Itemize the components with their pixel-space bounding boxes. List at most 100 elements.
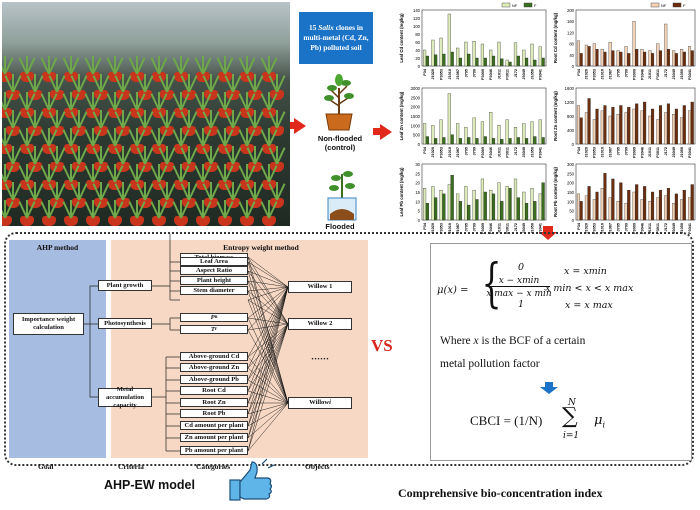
leaf-icon [100,74,102,92]
y-tick-label: 500 [413,133,421,138]
condition-3: x = x max [565,300,613,311]
leaf-icon [12,182,14,200]
category-stem-diameter: Stem diameter [180,286,248,295]
leaf-icon [122,74,124,92]
y-tick-label: 3000 [411,86,421,91]
leaf-icon [158,92,160,110]
bar-nf [489,189,493,221]
bar-f [434,197,438,221]
bar-f [627,189,631,221]
bar-f [475,57,479,67]
bar-f [483,191,487,221]
bar-f [682,105,686,145]
bar-nf [600,188,604,221]
x-tick-label: P3046 [489,69,493,80]
y-tick-label: 1000 [411,123,421,128]
x-tick-label: J172 [664,223,668,231]
category-pb-amount-per-plant: Pb amount per plant [180,446,248,455]
leaf-icon [136,56,138,74]
x-tick-label: P3011 [506,69,510,80]
bar-nf [522,49,526,67]
bar-nf [422,49,427,67]
leaf-icon [122,146,124,164]
leaf-icon [166,74,168,92]
leaf-icon [26,56,28,74]
bar-nf [447,93,451,145]
leaf-icon [202,56,204,74]
leaf-icon [92,128,94,146]
bar-nf [672,114,676,145]
bar-f [483,136,487,145]
leaf-icon [136,92,138,110]
bar-f [666,49,670,67]
x-tick-label: P3053 [440,147,444,158]
bar-nf [584,44,588,67]
where-text-line2: metal pollution factor [440,358,540,370]
brace-icon: { [481,254,502,314]
bar-f [658,50,663,67]
leaf-icon [70,128,72,146]
arrow-stem-2 [373,128,381,135]
bar-nf [522,123,526,145]
category-plant-height: Plant height [180,276,248,285]
leaf-icon [100,182,102,200]
flooded-label: Flooded [325,222,355,231]
bar-f [690,101,694,145]
bar-nf [640,199,644,221]
bar-f [635,49,639,67]
bar-f [442,193,446,221]
bar-nf [624,46,628,67]
leaf-icon [202,92,204,110]
leaf-icon [70,56,72,74]
x-tick-label: J172 [514,147,518,155]
bar-f [458,201,463,221]
bar-nf [447,184,451,221]
y-tick-label: 0 [418,218,421,223]
x-tick-label: J1050 [680,147,684,158]
leaf-icon [122,182,124,200]
x-tick-label: P3011 [656,147,660,158]
y-tick-label: 0 [418,142,421,147]
bar-nf [656,119,660,145]
bar-nf [464,127,468,145]
bar-f [500,58,504,67]
y-axis-label: Root Pb content (mg/kg) [553,166,558,216]
bar-f [516,55,520,67]
x-tick-label: J795 [464,147,468,155]
bar-f [658,189,663,221]
y-tick-label: 100 [567,199,575,204]
bar-f [682,189,686,221]
leaf-icon [92,164,94,182]
y-tick-label: 120 [567,30,575,35]
legend-swatch-nf [501,2,511,8]
y-tick-label: 800 [567,114,575,119]
x-tick-label: P3053 [593,147,597,158]
x-tick-label: J3049 [672,223,676,234]
bar-f [491,193,496,221]
bar-f [635,103,639,145]
bar-f [524,138,529,145]
leaf-icon [254,74,256,92]
leaf-icon [224,200,226,218]
y-tick-label: 80 [569,42,574,47]
y-tick-label: 20 [415,181,420,186]
leaf-icon [4,164,6,182]
bar-nf [584,112,588,145]
leaf-icon [56,74,58,92]
leaf-icon [210,110,212,128]
bar-nf [431,125,435,145]
bar-nf [439,37,443,67]
x-tick-label: J799 [624,147,628,155]
bar-nf [464,186,468,221]
cbci-caption: Comprehensive bio-concentration index [398,486,603,500]
bar-f [508,61,512,67]
bar-nf [616,114,620,145]
x-tick-label: P3046 [489,147,493,158]
x-tick-label: J1011 [497,223,501,233]
leaf-icon [268,128,270,146]
legend-label-nf: NF [512,3,518,8]
x-tick-label: J1050 [530,69,534,80]
bar-f [603,51,607,67]
x-tick-label: J1010 [601,147,605,158]
